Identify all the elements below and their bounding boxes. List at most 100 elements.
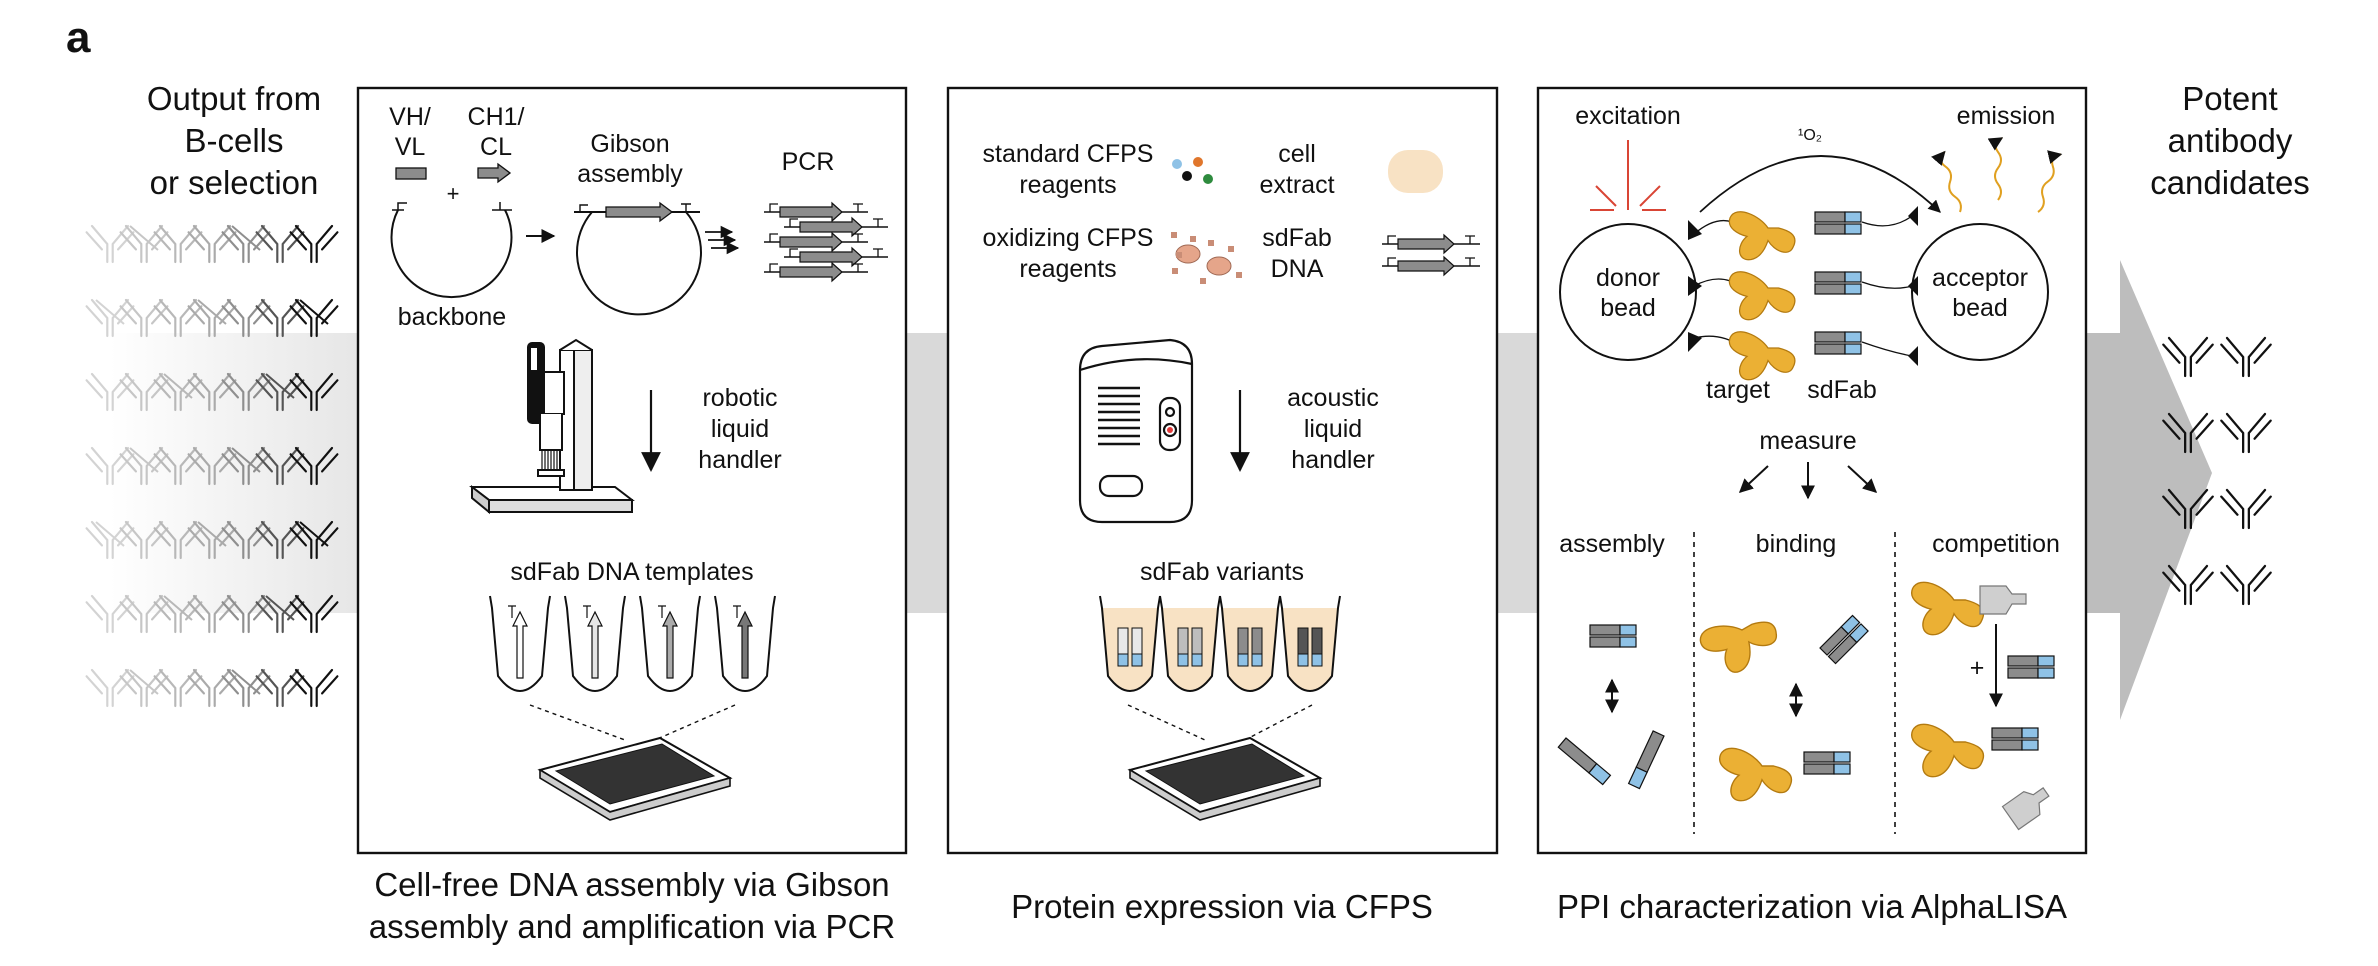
handler-label: liquid [711,415,769,443]
input-antibody [289,446,339,486]
input-antibody [221,594,271,634]
cell-extract-blob [1388,150,1443,193]
oxidizing-reagents-label: reagents [1019,255,1116,283]
input-antibody [255,372,305,412]
pcr-tube [489,595,551,692]
input-antibody [119,224,169,264]
donor-bead-label: donor [1596,264,1660,292]
output-title-line: Potent [2182,80,2277,117]
input-antibody [187,372,237,412]
sdfab-variant-tubes [1099,595,1341,741]
cross-mark [197,299,227,325]
pcr-tube [714,595,776,692]
gibson-label: Gibson [590,130,669,158]
standard-reagents-label: standard CFPS [983,140,1154,168]
output-title-line: antibody [2168,122,2293,159]
input-antibody [255,594,305,634]
ch1-cl-fragment [477,162,512,184]
sdfab-dna-fragments [1382,233,1480,277]
well-plate [537,736,733,821]
vh-vl-label: VL [395,133,426,161]
dna-template-arrow [512,610,528,679]
dna-template-arrow [737,610,753,679]
input-antibody [187,594,237,634]
assay-label-assembly: assembly [1559,530,1665,558]
cell-extract-label: cell [1278,140,1316,168]
input-antibody [289,224,339,264]
input-antibody [255,298,305,338]
singlet-oxygen-label: ¹O₂ [1798,127,1822,144]
well-plate-body [537,736,733,821]
templates-label: sdFab DNA templates [510,558,753,586]
emission-wave [1931,150,1962,213]
output-antibody [2162,336,2214,378]
dna-template-arrow [662,610,678,679]
pcr-product [784,246,888,268]
plus-sign: + [1970,654,1985,682]
input-antibody [221,520,271,560]
bead-capture-mark [1688,220,1702,240]
input-antibody [255,668,305,708]
bead-capture-mark [1908,346,1918,366]
robotic-liquid-handler [469,338,635,515]
dna-template-tubes [489,595,776,741]
input-antibody [119,372,169,412]
donor-bead [1559,223,1697,361]
light-chain [1627,730,1665,790]
handler-label: handler [698,446,781,474]
input-antibody [255,446,305,486]
displaced-competitor [2001,787,2050,831]
free-sdfab [1819,614,1869,665]
ch1-cl-label: CL [480,133,512,161]
sdfab-molecule [1814,211,1862,235]
emission-label: emission [1957,102,2056,130]
output-antibody [2162,564,2214,606]
assembled-plasmid [576,211,702,316]
output-title: Potent antibody candidates [2150,80,2310,201]
input-antibody [221,298,271,338]
cross-mark [231,225,261,251]
input-antibody [153,520,203,560]
input-title-line: B-cells [184,122,283,159]
input-antibody [119,446,169,486]
input-antibody [289,520,339,560]
plus-sign: + [447,181,460,206]
gibson-label: assembly [577,160,683,188]
input-antibody [85,446,135,486]
cross-mark [95,299,125,325]
input-antibody [153,372,203,412]
input-antibody [289,668,339,708]
output-antibody [2162,412,2214,454]
sdfab-molecule [1814,271,1862,295]
assay-label-binding: binding [1756,530,1837,558]
input-antibody [221,224,271,264]
input-antibody [85,298,135,338]
variant-tube [1159,595,1221,692]
sdfab-dna-fragment [1382,255,1480,277]
cross-mark [299,521,329,547]
output-antibody [2220,488,2272,530]
handler-label: handler [1291,446,1374,474]
cross-mark [129,669,159,695]
pcr-product [764,261,868,283]
pcr-products [764,201,888,283]
input-antibody [221,446,271,486]
input-antibody [85,668,135,708]
variants-label: sdFab variants [1140,558,1304,586]
linker [1861,341,1913,357]
input-antibody [85,372,135,412]
bead-capture-mark [1908,206,1918,226]
dna-template-arrow [587,610,603,679]
vh-vl-fragment [395,167,427,180]
vh-vl-label: VH/ [389,103,431,131]
sdfab-molecule [1814,331,1862,355]
standard-reagents-label: reagents [1019,171,1116,199]
ch1-cl-label: CH1/ [468,103,525,131]
input-antibody [153,668,203,708]
excitation-label: excitation [1575,102,1681,130]
input-antibody [289,298,339,338]
competition-bound-sdfab [1991,727,2039,751]
energy-transfer-arrow [1699,155,1941,213]
panel3-caption: PPI characterization via AlphaLISA [1557,888,2067,925]
cross-mark [265,595,295,621]
